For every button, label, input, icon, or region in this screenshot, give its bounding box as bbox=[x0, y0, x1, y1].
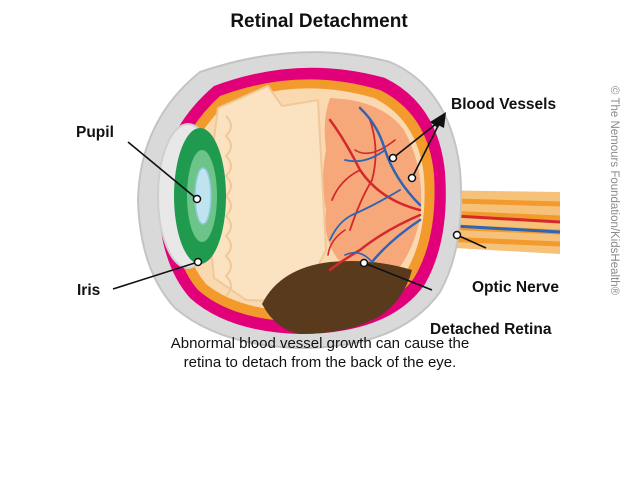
pointer-dots bbox=[192, 153, 462, 268]
caption: Abnormal blood vessel growth can cause t… bbox=[100, 334, 540, 372]
detached-retina-area bbox=[262, 261, 412, 334]
copyright-credit: © The Nemours Foundation/KidsHealth® bbox=[608, 86, 620, 296]
label-blood-vessels: Blood Vessels bbox=[451, 96, 557, 113]
label-iris: Iris bbox=[77, 282, 101, 299]
diagram-title: Retinal Detachment bbox=[230, 11, 408, 32]
label-detached-retina: Detached Retina bbox=[430, 321, 552, 338]
label-optic-nerve: Optic Nerve bbox=[472, 279, 560, 296]
pointer-lines bbox=[112, 119, 487, 291]
ciliary-folds bbox=[224, 115, 232, 297]
pointer-arrowheads bbox=[430, 112, 446, 128]
caption-line-1: Abnormal blood vessel growth can cause t… bbox=[170, 335, 470, 352]
caption-line-2: retina to detach from the back of the ey… bbox=[183, 354, 457, 371]
blood-vessels bbox=[327, 106, 422, 272]
label-pupil: Pupil bbox=[76, 124, 114, 141]
